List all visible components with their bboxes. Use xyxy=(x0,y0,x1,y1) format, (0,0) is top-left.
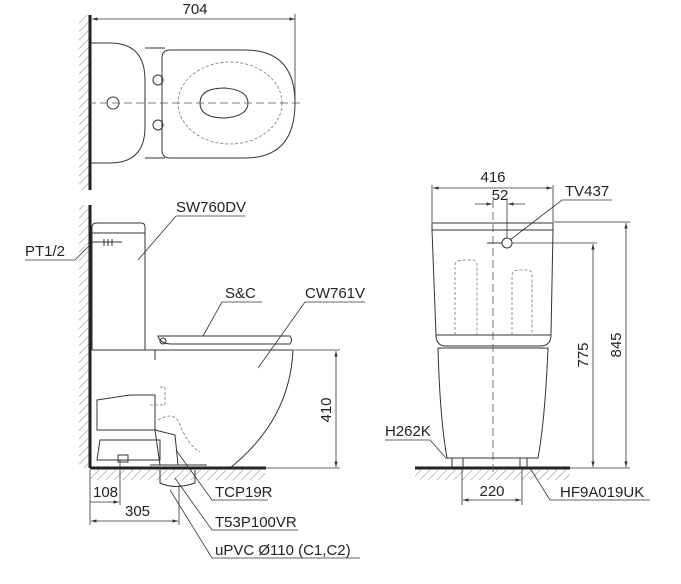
tank-lid xyxy=(431,222,554,230)
flange-outline xyxy=(150,429,207,466)
bowl-front-outline xyxy=(437,347,549,459)
tank-top-outline xyxy=(91,42,146,164)
rough-in-dim-305: 305 xyxy=(125,503,150,520)
front-view: 416 52 TV437 775 845 H262K 220 HF9A019UK xyxy=(385,169,650,505)
seat-side-outline xyxy=(157,335,292,345)
tank-side-outline xyxy=(91,222,146,350)
fixing-label: HF9A019UK xyxy=(560,484,644,501)
side-view: 410 108 305 SW760DV PT1/2 S&C CW761V TCP… xyxy=(25,199,365,559)
tank-front-outline xyxy=(431,229,554,347)
rough-in-dim-108: 108 xyxy=(93,484,118,501)
inlet-label: PT1/2 xyxy=(25,243,65,260)
wall-hatch xyxy=(79,15,89,190)
bolt-spacing-dim: 220 xyxy=(479,483,504,500)
seat-hinge-icon xyxy=(159,337,167,345)
hinge-bolt-icon xyxy=(152,74,164,86)
pipe-label: uPVC Ø110 (C1,C2) xyxy=(215,542,351,559)
bolt-cap-label: H262K xyxy=(385,423,431,440)
bowl-side-outline xyxy=(92,349,294,469)
inlet-valve xyxy=(92,239,122,246)
tank-label: SW760DV xyxy=(176,199,246,216)
valve-offset-dim: 52 xyxy=(492,187,509,204)
seat-top-outline xyxy=(161,49,296,159)
bowl-label: CW761V xyxy=(305,285,365,302)
total-height-dim: 845 xyxy=(608,332,625,357)
top-width-dim: 704 xyxy=(182,1,207,18)
valve-label: TV437 xyxy=(565,183,609,200)
front-width-dim: 416 xyxy=(480,169,505,186)
bowl-rim xyxy=(177,61,283,145)
hinge-bolt-icon xyxy=(152,119,164,131)
connector-label: T53P100VR xyxy=(215,514,297,531)
drain-pipe xyxy=(159,470,196,487)
inlet-height-dim: 775 xyxy=(575,342,592,367)
flange-label: TCP19R xyxy=(215,484,273,501)
bowl-height-dim: 410 xyxy=(318,397,335,422)
top-view: 704 xyxy=(79,1,300,190)
seat-label: S&C xyxy=(225,285,256,302)
bolt-caps xyxy=(445,457,533,468)
